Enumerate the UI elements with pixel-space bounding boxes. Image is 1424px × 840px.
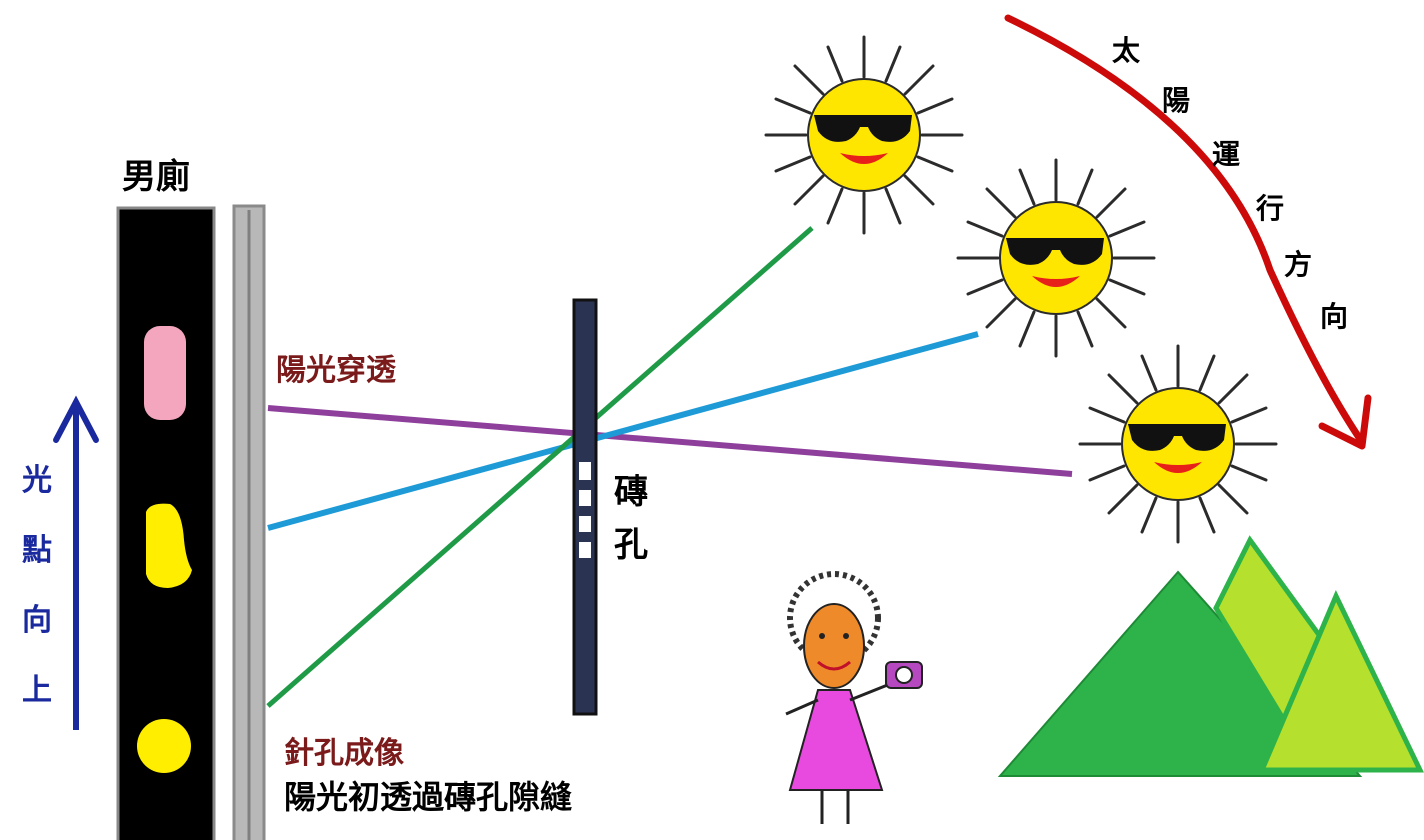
sun-direction-char-5: 方: [1284, 248, 1312, 281]
brick-gap: [579, 542, 591, 558]
sun-direction-char-2: 陽: [1162, 84, 1190, 117]
light-up-arrowhead: [53, 395, 99, 443]
light-up-char-1: 光: [22, 463, 52, 498]
light-up-char-3: 向: [22, 603, 52, 638]
sun-icon: [956, 158, 1156, 358]
brick-screen: [572, 298, 598, 716]
pinhole-title: 針孔成像: [284, 736, 404, 771]
light-up-char-2: 點: [22, 533, 52, 568]
sun-direction-arrowhead: [1318, 394, 1372, 450]
pinhole-description: 陽光初透過磚孔隙縫: [284, 778, 572, 816]
brick-hole-label-1: 磚: [614, 472, 648, 512]
camera-icon: [885, 661, 923, 689]
sun-direction-char-4: 行: [1255, 192, 1284, 225]
pink-light-spot: [144, 326, 186, 420]
yellow-light-spot: [146, 503, 192, 588]
sun-icon: [1078, 344, 1278, 544]
brick-hole-label-2: 孔: [614, 525, 648, 565]
sun-direction-char-1: 太: [1112, 34, 1141, 67]
green-ray: [266, 226, 814, 708]
sun-direction-char-6: 向: [1320, 300, 1348, 333]
sunlight-through-label: 陽光穿透: [276, 353, 396, 388]
sun-direction-arrow: [1004, 14, 1366, 446]
sun-icon: [764, 35, 964, 235]
light-up-char-4: 上: [22, 673, 52, 708]
round-light-spot: [137, 719, 191, 773]
mountains-icon: [997, 535, 1424, 777]
restroom-label: 男廁: [122, 157, 190, 197]
person-icon: [785, 571, 891, 824]
brick-gap: [579, 462, 591, 480]
blue-ray: [267, 331, 979, 531]
brick-gap: [579, 490, 591, 506]
sun-direction-char-3: 運: [1212, 138, 1240, 171]
purple-ray: [267, 405, 1073, 477]
brick-gap: [579, 516, 591, 532]
